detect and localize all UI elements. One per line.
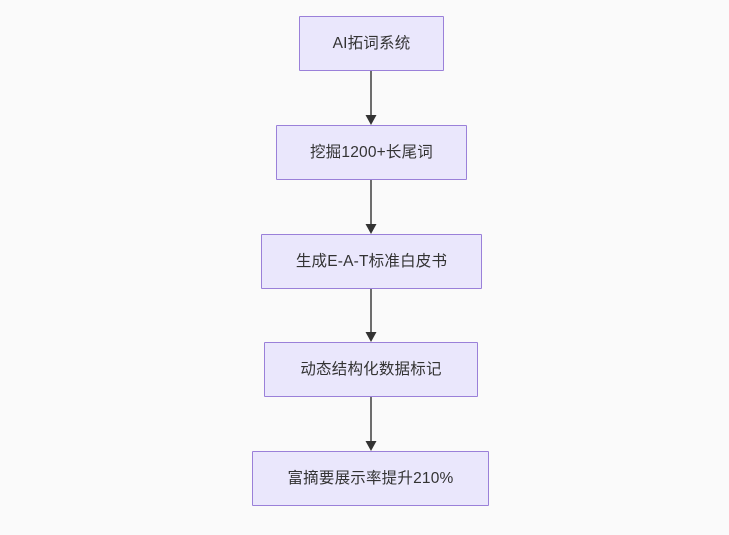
node-label: 动态结构化数据标记 (300, 360, 442, 378)
edge-4-group (365, 397, 377, 451)
node-label: 生成E-A-T标准白皮书 (295, 252, 448, 270)
flowchart-node-structured-data-markup[interactable]: 动态结构化数据标记 (264, 342, 478, 397)
edge-4-arrowhead (365, 441, 377, 451)
node-label: 挖掘1200+长尾词 (309, 143, 434, 161)
node-label: 富摘要展示率提升210% (287, 469, 454, 487)
edge-1-group (365, 71, 377, 125)
edge-2-group (365, 180, 377, 234)
flowchart-node-eat-whitepaper[interactable]: 生成E-A-T标准白皮书 (261, 234, 482, 289)
flowchart-node-longtail-keywords[interactable]: 挖掘1200+长尾词 (276, 125, 467, 180)
edge-3-arrowhead (365, 332, 377, 342)
flowchart-node-ai-keyword-system[interactable]: AI拓词系统 (299, 16, 444, 71)
edge-2-arrowhead (365, 224, 377, 234)
node-label: AI拓词系统 (332, 34, 411, 52)
edge-1-arrowhead (365, 115, 377, 125)
edge-3-group (365, 289, 377, 342)
flowchart-node-rich-snippet-result[interactable]: 富摘要展示率提升210% (252, 451, 489, 506)
